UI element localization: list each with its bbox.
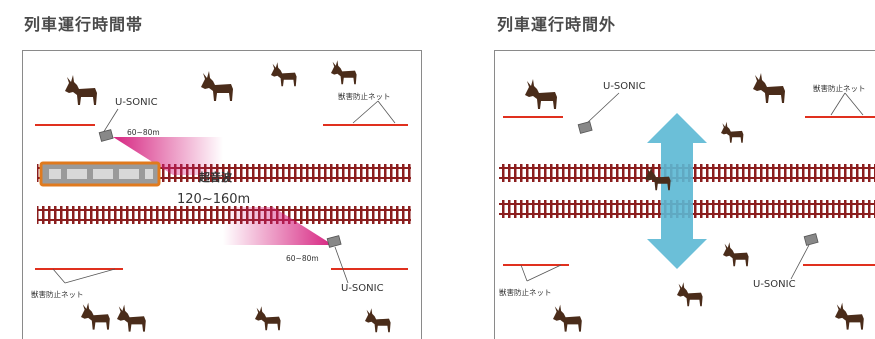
right-diagram-panel: U-SONIC 獣害防止ネット U-SONIC 獣害防止ネット [494, 50, 875, 339]
right-leader-lines [520, 92, 864, 282]
left-usonic-label-top: U-SONIC [115, 97, 158, 108]
left-leader-lines [52, 100, 396, 284]
left-diagram: U-SONIC 60~80m 獣害防止ネット 超音波 120~160m 60~8… [31, 60, 411, 333]
deer-icon [81, 302, 110, 330]
right-net-label-top: 獣害防止ネット [813, 83, 866, 93]
deer-icon [271, 62, 297, 87]
usonic-device-top [98, 129, 114, 142]
ultrasonic-beam-bottom [223, 207, 333, 245]
deer-icon [525, 79, 557, 109]
left-diagram-panel: U-SONIC 60~80m 獣害防止ネット 超音波 120~160m 60~8… [22, 50, 422, 339]
deer-icon [753, 73, 785, 103]
left-panel-title: 列車運行時間帯 [24, 15, 144, 34]
ultrasonic-beam-top [113, 137, 223, 175]
left-usonic-label-bottom: U-SONIC [341, 283, 384, 294]
deer-icon [65, 75, 97, 105]
deer-icon [331, 60, 357, 85]
left-range-label-top: 60~80m [127, 128, 160, 137]
usonic-device-bottom [326, 235, 342, 248]
deer-icon [553, 304, 582, 332]
right-usonic-label-top: U-SONIC [603, 81, 646, 92]
deer-icon [677, 282, 703, 307]
left-range-label-bottom: 60~80m [286, 254, 319, 263]
ultrasonic-range-label: 120~160m [177, 192, 250, 207]
deer-icon [835, 302, 864, 330]
usonic-device-bottom [803, 233, 819, 246]
left-net-label-top: 獣害防止ネット [338, 91, 391, 101]
right-diagram: U-SONIC 獣害防止ネット U-SONIC 獣害防止ネット [499, 73, 875, 332]
left-nets [35, 124, 408, 270]
deer-icon [255, 306, 281, 331]
left-net-label-bottom: 獣害防止ネット [31, 289, 84, 299]
deer-icon [721, 121, 744, 143]
usonic-device-top [577, 121, 593, 134]
right-usonic-label-bottom: U-SONIC [753, 279, 796, 290]
deer-icon [365, 308, 391, 333]
deer-crossing-arrow [647, 113, 707, 269]
train [39, 161, 161, 187]
deer-icon [201, 71, 233, 101]
right-panel-title: 列車運行時間外 [497, 15, 617, 34]
deer-icon [723, 242, 749, 267]
deer-icon [117, 304, 146, 332]
right-nets [503, 116, 875, 266]
right-net-label-bottom: 獣害防止ネット [499, 287, 552, 297]
ultrasonic-label: 超音波 [198, 170, 233, 184]
